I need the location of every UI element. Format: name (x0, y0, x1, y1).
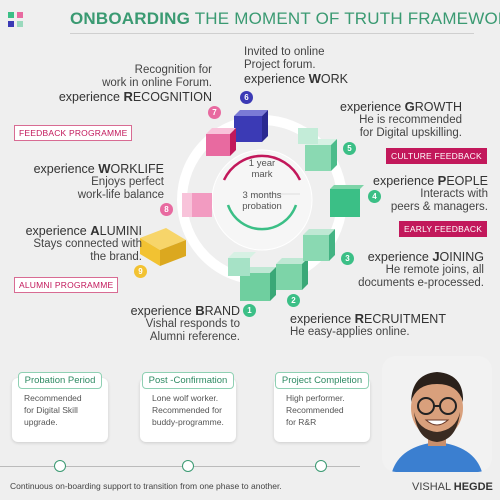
person-avatar (382, 356, 492, 472)
card-title: Project Completion (274, 372, 370, 389)
timeline-dot (182, 460, 194, 472)
cube-5b (298, 128, 318, 144)
step-number-7: 7 (208, 106, 221, 119)
footer-text: Continuous on-boarding support to transi… (10, 481, 282, 491)
step-number-8: 8 (160, 203, 173, 216)
step-number-9: 9 (134, 265, 147, 278)
page-title: ONBOARDING THE MOMENT OF TRUTH FRAMEWORK (70, 9, 500, 28)
timeline-dot (315, 460, 327, 472)
logo (8, 12, 24, 28)
step-number-6: 6 (240, 91, 253, 104)
timeline-line (0, 466, 360, 467)
cube-2 (276, 258, 308, 290)
tag-feedback-programme: FEEDBACK PROGRAMME (14, 125, 133, 141)
step-number-4: 4 (368, 190, 381, 203)
step-recruitment: experience RECRUITMENT He easy-applies o… (290, 311, 446, 338)
cube-9 (140, 228, 186, 266)
cube-6 (234, 110, 268, 142)
cube-3 (303, 229, 335, 261)
year-arc (222, 154, 302, 181)
card-post-confirmation: Post -Confirmation Lone wolf worker.Reco… (140, 372, 236, 442)
title-divider (70, 33, 474, 34)
cube-5 (305, 139, 337, 171)
cube-8 (182, 193, 212, 217)
probation-arc (226, 204, 298, 231)
cube-4 (330, 185, 364, 217)
tag-alumni-programme: ALUMNI PROGRAMME (14, 277, 119, 293)
card-title: Probation Period (17, 372, 103, 389)
tag-culture-feedback: CULTURE FEEDBACK (386, 148, 487, 164)
timeline-dot (54, 460, 66, 472)
person-name: VISHAL HEGDE (412, 481, 493, 493)
tag-early-feedback: EARLY FEEDBACK (399, 221, 488, 237)
step-number-3: 3 (341, 252, 354, 265)
card-title: Post -Confirmation (141, 372, 235, 389)
step-number-5: 5 (343, 142, 356, 155)
step-number-1: 1 (243, 304, 256, 317)
card-project-completion: Project Completion High performer.Recomm… (274, 372, 370, 442)
cube-7 (206, 128, 236, 156)
step-number-2: 2 (287, 294, 300, 307)
cube-1b (228, 252, 256, 276)
